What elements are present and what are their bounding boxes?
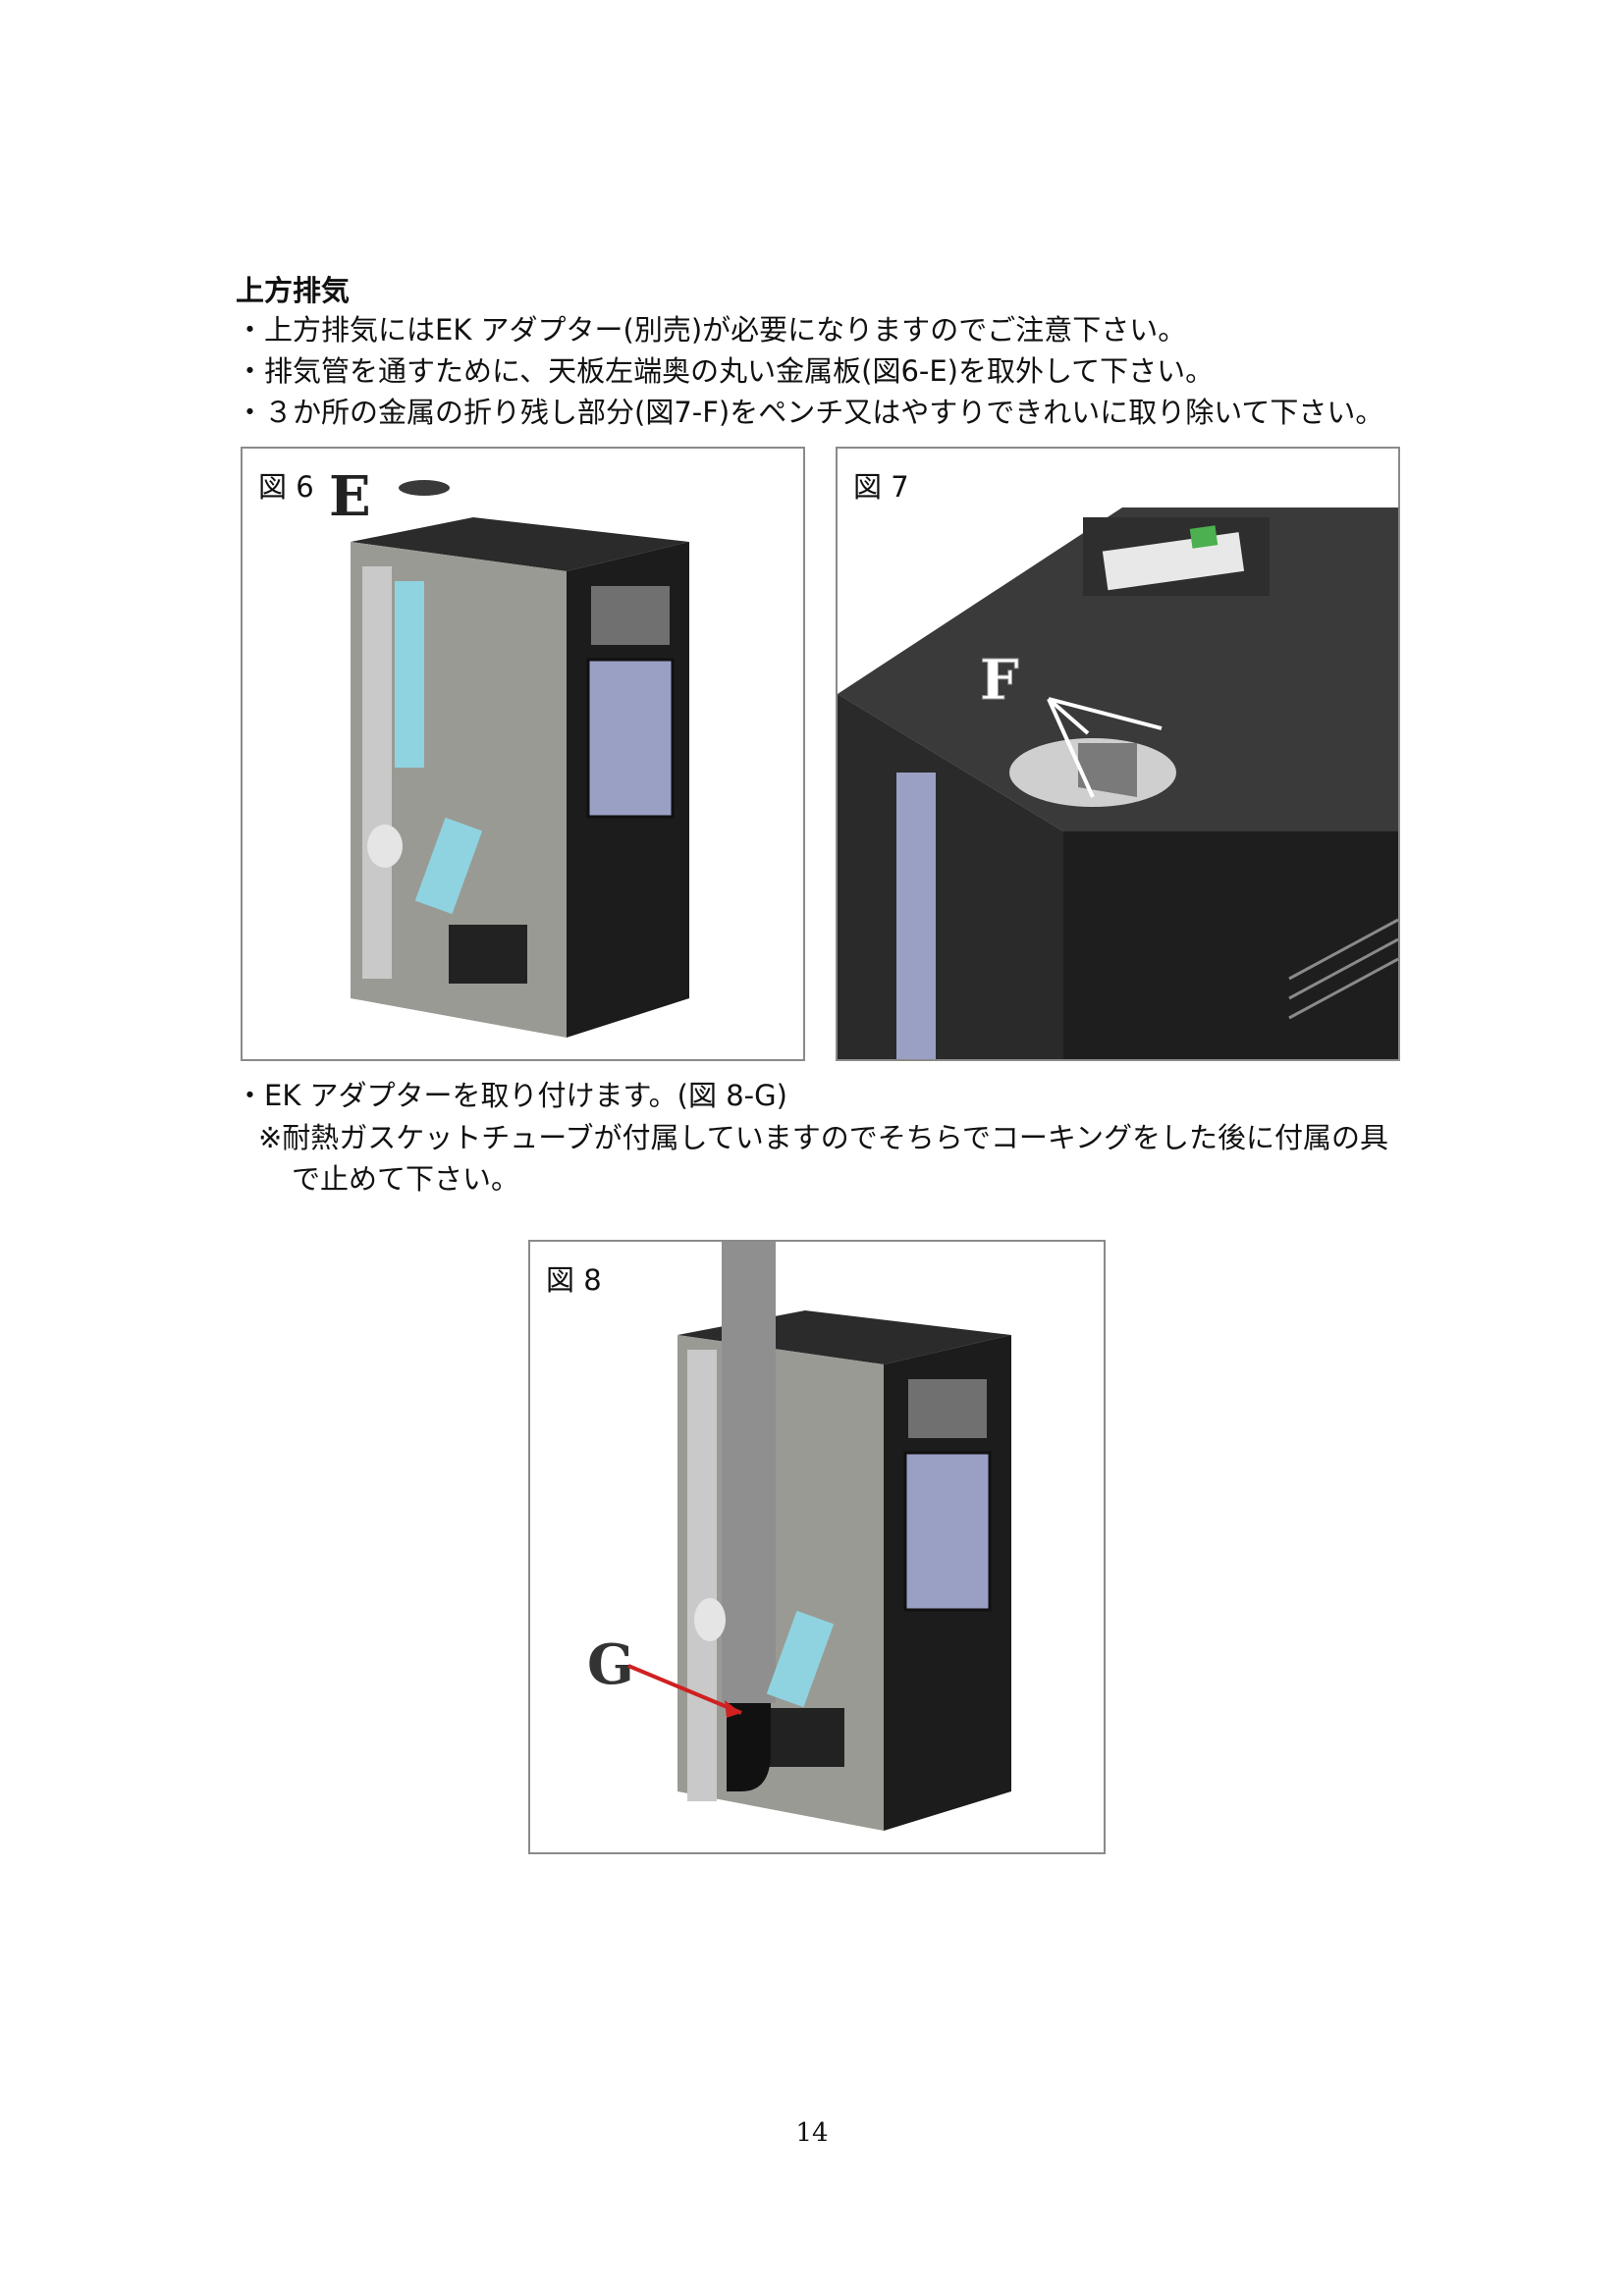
figure-7-label: 図 7: [853, 470, 909, 504]
figure-7: 図 7 F: [836, 447, 1400, 1061]
figure-8-label: 図 8: [546, 1263, 602, 1297]
section-heading: 上方排気: [236, 274, 351, 307]
bullet-3: ・３か所の金属の折り残し部分(図7-F)をペンチ又はやすりできれいに取り除いて下…: [236, 396, 1384, 429]
figure-6-marker: E: [329, 464, 371, 529]
figure-7-marker: F: [980, 648, 1019, 713]
figure-8-marker: G: [587, 1632, 634, 1697]
figure-8-illustration: G: [587, 1242, 1011, 1831]
instruction-note-line-1: ※耐熱ガスケットチューブが付属していますのでそちらでコーキングをした後に付属の具: [258, 1121, 1388, 1154]
figure-8: 図 8 G: [528, 1240, 1106, 1854]
bullet-2: ・排気管を通すために、天板左端奥の丸い金属板(図6-E)を取外して下さい。: [236, 354, 1215, 388]
figure-6: 図 6 E: [241, 447, 805, 1061]
page-number: 14: [795, 2118, 829, 2148]
figure-7-illustration: F: [838, 507, 1398, 1059]
figure-6-label: 図 6: [258, 470, 314, 504]
instruction-note-line-2: で止めて下さい。: [292, 1162, 520, 1196]
instruction-bullet: ・EK アダプターを取り付けます。(図 8-G): [236, 1079, 787, 1112]
figure-6-illustration: E: [329, 464, 689, 1038]
bullet-1: ・上方排気にはEK アダプター(別売)が必要になりますのでご注意下さい。: [236, 313, 1187, 347]
